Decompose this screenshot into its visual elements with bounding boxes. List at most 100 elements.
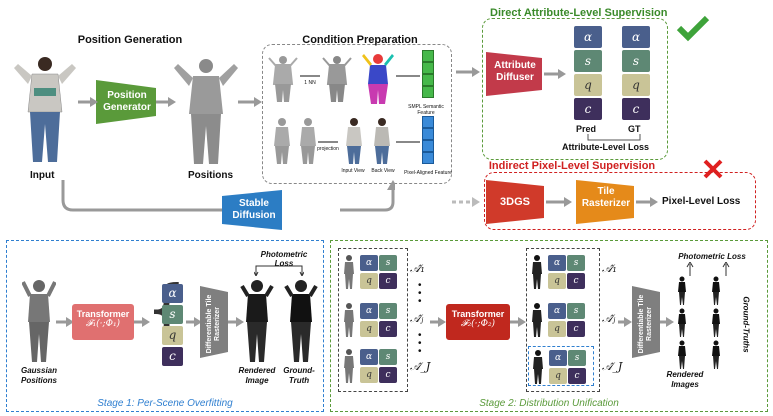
stage2-panel	[330, 240, 768, 412]
s2-right-tile-1-3: q	[548, 273, 566, 289]
s2-left-tile-1-4: c	[379, 273, 397, 289]
arrow-rasterizer1-to-rendered	[228, 317, 244, 327]
positions-point-cloud-figure	[174, 59, 238, 164]
s2-right-tile-2-2: s	[567, 303, 585, 319]
condition-preparation-panel	[262, 44, 452, 184]
transformer1-label: Transformer	[76, 309, 130, 319]
ground-truth-label1: Ground-Truth	[283, 366, 315, 385]
attribute-diffuser-block	[486, 52, 542, 96]
cp-input-view-label: Input View	[341, 168, 365, 174]
s2-right-figure-3	[531, 349, 545, 390]
s2-left-tile-2-1: α	[360, 303, 378, 319]
cp-projection-label: projection	[317, 146, 339, 152]
s2-left-figure-1	[342, 254, 356, 295]
pred-attribute-stack: α s q c	[574, 26, 602, 122]
s2-right-tile-2-1: α	[548, 303, 566, 319]
stage2-a-label-left-2: 𝒜̂ⱼ	[410, 312, 424, 325]
s2-output-figure-2-1	[676, 308, 688, 343]
attribute-loss-label: Attribute-Level Loss	[562, 142, 650, 152]
s2-left-tile-1-2: s	[379, 255, 397, 271]
gt-s-tile: s	[622, 50, 650, 72]
stage2-left-dots-2: •••	[418, 330, 422, 357]
stage1-caption: Stage 1: Per-Scene Overfitting	[97, 398, 233, 409]
arrow-s2-to-transformer2	[430, 317, 446, 327]
arrow-generator-to-positions	[156, 97, 176, 107]
s2-left-tile-2-2: s	[379, 303, 397, 319]
cp-pixel-label: Pixel-Aligned Feature	[404, 170, 452, 176]
stage2-a-label-right-1: 𝒜̂₁	[602, 262, 617, 275]
stable-diffusion-path	[61, 180, 395, 212]
s2-left-tile-3-2: s	[379, 349, 397, 365]
arrow-transformer1-to-attrs	[134, 317, 150, 327]
pred-label: Pred	[576, 124, 597, 134]
pixel-loss-label: Pixel-Level Loss	[662, 196, 741, 207]
s2-left-tile-2-4: c	[379, 321, 397, 337]
pred-alpha-tile: α	[574, 26, 602, 48]
stage2-left-groups	[338, 248, 408, 392]
arrow-right-to-rasterizer2	[618, 317, 632, 327]
s2-right-tile-3-2: s	[568, 350, 586, 366]
s1-c-tile: c	[162, 347, 183, 366]
stage2-a-label-right-3: 𝒜̂_J	[602, 360, 623, 373]
s2-output-figure-3-1	[676, 340, 688, 375]
arrow-attrs-to-rasterizer1	[186, 317, 202, 327]
s2-right-tile-2-4: c	[567, 321, 585, 337]
cross-icon	[703, 159, 723, 179]
arrow-diffuser-to-attrs	[544, 69, 566, 79]
cp-projection-line	[318, 141, 338, 143]
pred-s-tile: s	[574, 50, 602, 72]
rasterizer2-label: Differentiable Tile Rasterizer	[638, 294, 653, 354]
arrow-condition-to-direct	[456, 67, 480, 77]
s2-right-tile-3-4: c	[568, 368, 586, 384]
arrow-rasterizer2-to-rendered	[660, 317, 674, 327]
cp-gray-figure-3	[274, 118, 290, 164]
s2-left-figure-2	[342, 302, 356, 343]
rasterizer1-label: Differentiable Tile Rasterizer	[206, 294, 221, 354]
gt-attribute-stack: α s q c	[622, 26, 650, 122]
s2-output-figure-3-2	[710, 340, 722, 375]
cp-gray-figure-1	[268, 56, 298, 102]
gt-c-tile: c	[622, 98, 650, 120]
s2-left-tile-3-1: α	[360, 349, 378, 365]
s2-right-tile-3-1: α	[549, 350, 567, 366]
check-icon	[676, 15, 710, 42]
photometric-loss-label1: Photometric Loss	[260, 250, 308, 268]
cp-smpl-feature-stack	[422, 50, 434, 102]
gaussian-positions-label: Gaussian Positions	[20, 366, 57, 385]
cp-back-view-figure	[374, 118, 390, 164]
s1-alpha-tile: α	[162, 284, 183, 303]
arrow-gaussian-to-transformer1	[56, 317, 74, 327]
s2-left-tile-3-3: q	[360, 367, 378, 383]
s2-right-tile-1-4: c	[567, 273, 585, 289]
arrow-transformer2-to-right	[510, 317, 526, 327]
cp-gray-figure-2	[322, 56, 352, 102]
indirect-supervision-title: Indirect Pixel-Level Supervision	[488, 160, 656, 172]
stage1-attribute-stack: α s q c	[162, 284, 184, 368]
3dgs-block	[486, 180, 544, 224]
attribute-diffuser-label: Attribute Diffuser	[494, 60, 536, 83]
cp-nn-line	[300, 75, 320, 77]
cp-input-view-figure	[346, 118, 362, 164]
direct-supervision-title: Direct Attribute-Level Supervision	[490, 7, 668, 19]
s2-left-tile-2-3: q	[360, 321, 378, 337]
gt-q-tile: q	[622, 74, 650, 96]
stage2-right-groups	[526, 248, 600, 392]
arrow-rasterizer-to-loss	[636, 197, 658, 207]
s2-left-tile-3-4: c	[379, 367, 397, 383]
position-generator-block	[96, 80, 156, 124]
s2-right-figure-2	[530, 302, 544, 343]
cp-smpl-colored-figure	[362, 54, 394, 104]
gt-label: GT	[628, 124, 641, 134]
stage2-caption: Stage 2: Distribution Unification	[479, 398, 619, 409]
pred-q-tile: q	[574, 74, 602, 96]
ground-truths-label: Ground-Truths	[741, 296, 751, 353]
s1-s-tile: s	[162, 305, 183, 324]
transformer2-label: Transformer	[451, 309, 505, 319]
